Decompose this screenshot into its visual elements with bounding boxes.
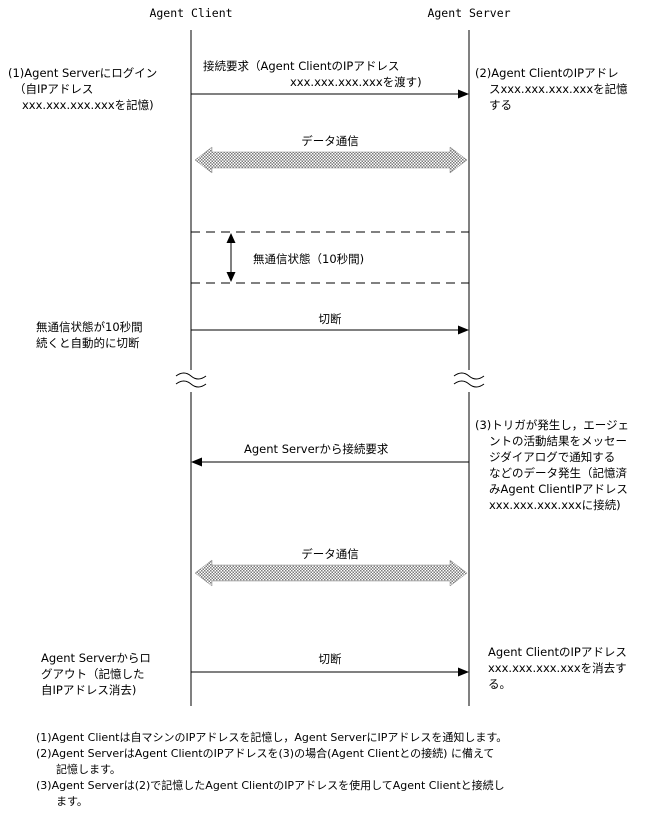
connect-request-label-1: 接続要求（Agent ClientのIPアドレス	[203, 59, 400, 73]
server-connect-arrow	[191, 457, 469, 467]
server-header: Agent Server	[427, 6, 511, 20]
note-3: (3)Agent Serverは(2)で記憶したAgent ClientのIPア…	[36, 779, 505, 792]
note-2: (2)Agent ServerはAgent ClientのIPアドレスを(3)の…	[36, 747, 495, 760]
erase-ip-line-3: る。	[488, 677, 511, 691]
server-connect-label: Agent Serverから接続要求	[244, 442, 389, 456]
server-break-mark	[453, 372, 485, 388]
client-break-mark	[175, 372, 207, 388]
step3-right-line-1: (3)トリガが発生し，エージェ	[475, 418, 630, 432]
step1-left-line-1: (1)Agent Serverにログイン	[8, 66, 158, 80]
logout-left-line-1: Agent Serverからロ	[41, 651, 151, 665]
idle-duration-arrow	[226, 233, 236, 282]
step2-right-line-1: (2)Agent ClientのIPアドレ	[475, 66, 619, 80]
note-2-cont: 記憶します。	[56, 763, 121, 776]
disconnect-arrow-1	[191, 325, 469, 335]
data-comm-arrow-2	[194, 559, 468, 587]
data-comm-label-2: データ通信	[301, 547, 359, 561]
data-comm-label-1: データ通信	[301, 134, 359, 148]
step3-right-line-4: などのデータ発生（記憶済	[489, 466, 627, 480]
idle-state-label: 無通信状態（10秒間)	[253, 252, 365, 266]
step1-left-line-2: （自IPアドレス	[14, 82, 94, 96]
disconnect-label-1: 切断	[318, 312, 342, 326]
data-comm-arrow-1	[194, 146, 468, 174]
auto-disconnect-line-1: 無通信状態が10秒間	[36, 320, 143, 334]
step2-right-line-3: する	[489, 98, 512, 112]
connect-request-arrow	[191, 89, 469, 99]
step2-right-line-2: スxxx.xxx.xxx.xxxを記憶	[489, 82, 628, 96]
step3-right-line-3: ジダイアログで通知する	[489, 450, 616, 464]
erase-ip-line-2: xxx.xxx.xxx.xxxを消去す	[488, 661, 627, 675]
client-header: Agent Client	[149, 6, 233, 20]
erase-ip-line-1: Agent ClientのIPアドレス	[488, 645, 627, 659]
disconnect-arrow-2	[191, 667, 469, 677]
step3-right-line-5: みAgent ClientIPアドレス	[489, 482, 628, 496]
auto-disconnect-line-2: 続くと自動的に切断	[36, 336, 140, 350]
logout-left-line-2: グアウト（記憶した	[41, 667, 145, 681]
note-3-cont: ます。	[56, 795, 88, 808]
step3-right-line-6: xxx.xxx.xxx.xxxに接続)	[489, 498, 621, 512]
logout-left-line-3: 自IPアドレス消去)	[41, 683, 137, 697]
note-1: (1)Agent Clientは自マシンのIPアドレスを記憶し，Agent Se…	[36, 731, 508, 744]
step3-right-line-2: ントの活動結果をメッセー	[489, 434, 627, 448]
disconnect-label-2: 切断	[318, 652, 342, 666]
connect-request-label-2: xxx.xxx.xxx.xxxを渡す)	[290, 75, 422, 89]
step1-left-line-3: xxx.xxx.xxx.xxxを記憶)	[22, 98, 154, 112]
